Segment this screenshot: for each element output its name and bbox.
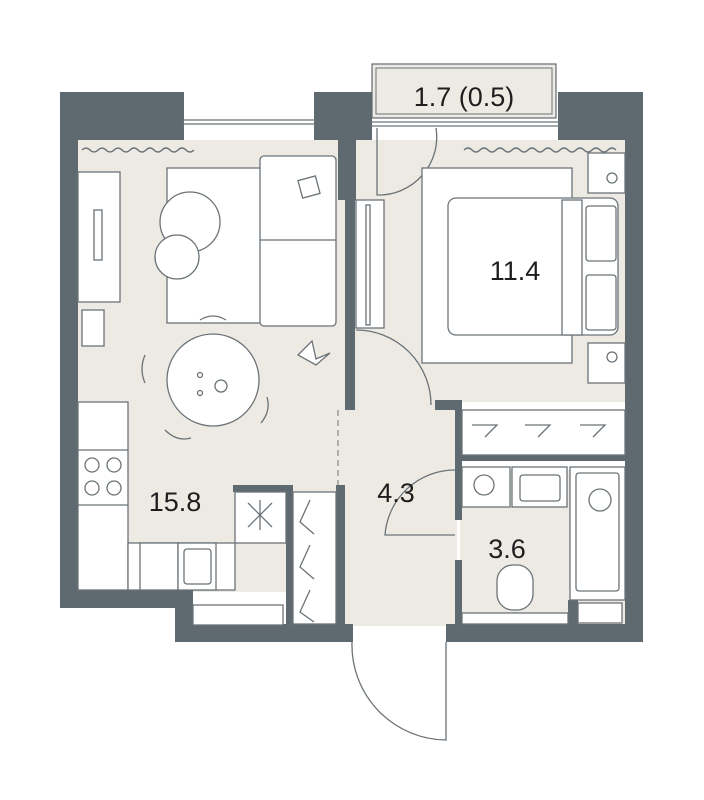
pillow xyxy=(585,205,617,262)
bedroom-door xyxy=(355,329,432,406)
toilet xyxy=(496,564,534,611)
dining-table xyxy=(166,333,260,427)
windows xyxy=(81,92,617,153)
bathroom-door xyxy=(384,469,456,536)
room-area-balcony: 1.7 (0.5) xyxy=(414,82,515,112)
room-area-hallway: 4.3 xyxy=(377,478,415,508)
nightstand xyxy=(587,152,626,194)
nightstand xyxy=(587,342,626,384)
plant xyxy=(296,339,331,366)
chair xyxy=(141,354,146,384)
entry-door xyxy=(351,641,447,741)
room-area-bathroom: 3.6 xyxy=(488,534,526,564)
chair xyxy=(260,396,269,424)
living-furniture xyxy=(77,155,337,440)
walls xyxy=(60,92,643,642)
stove-icon xyxy=(84,457,122,496)
room-area-bedroom: 11.4 xyxy=(490,256,541,286)
counter xyxy=(77,401,129,591)
pouf xyxy=(154,234,200,280)
pillow xyxy=(585,274,617,331)
bathroom-fixtures xyxy=(461,466,626,625)
balcony xyxy=(371,63,557,119)
hanger-icon xyxy=(299,499,315,623)
hall-wardrobe xyxy=(292,491,337,625)
bedroom-furniture xyxy=(355,152,626,456)
washing-machine xyxy=(461,466,511,508)
hanger-icon xyxy=(472,424,607,438)
chair xyxy=(199,315,227,321)
bedroom-wardrobe xyxy=(461,409,626,456)
room-area-living: 15.8 xyxy=(149,487,202,517)
cushion xyxy=(297,175,321,199)
kitchen xyxy=(77,401,287,626)
radiator xyxy=(81,309,105,347)
sofa xyxy=(259,155,337,327)
chair xyxy=(164,429,192,440)
doors xyxy=(337,127,456,741)
balcony-door xyxy=(376,127,438,196)
niche xyxy=(192,604,284,626)
bathtub xyxy=(569,466,626,601)
